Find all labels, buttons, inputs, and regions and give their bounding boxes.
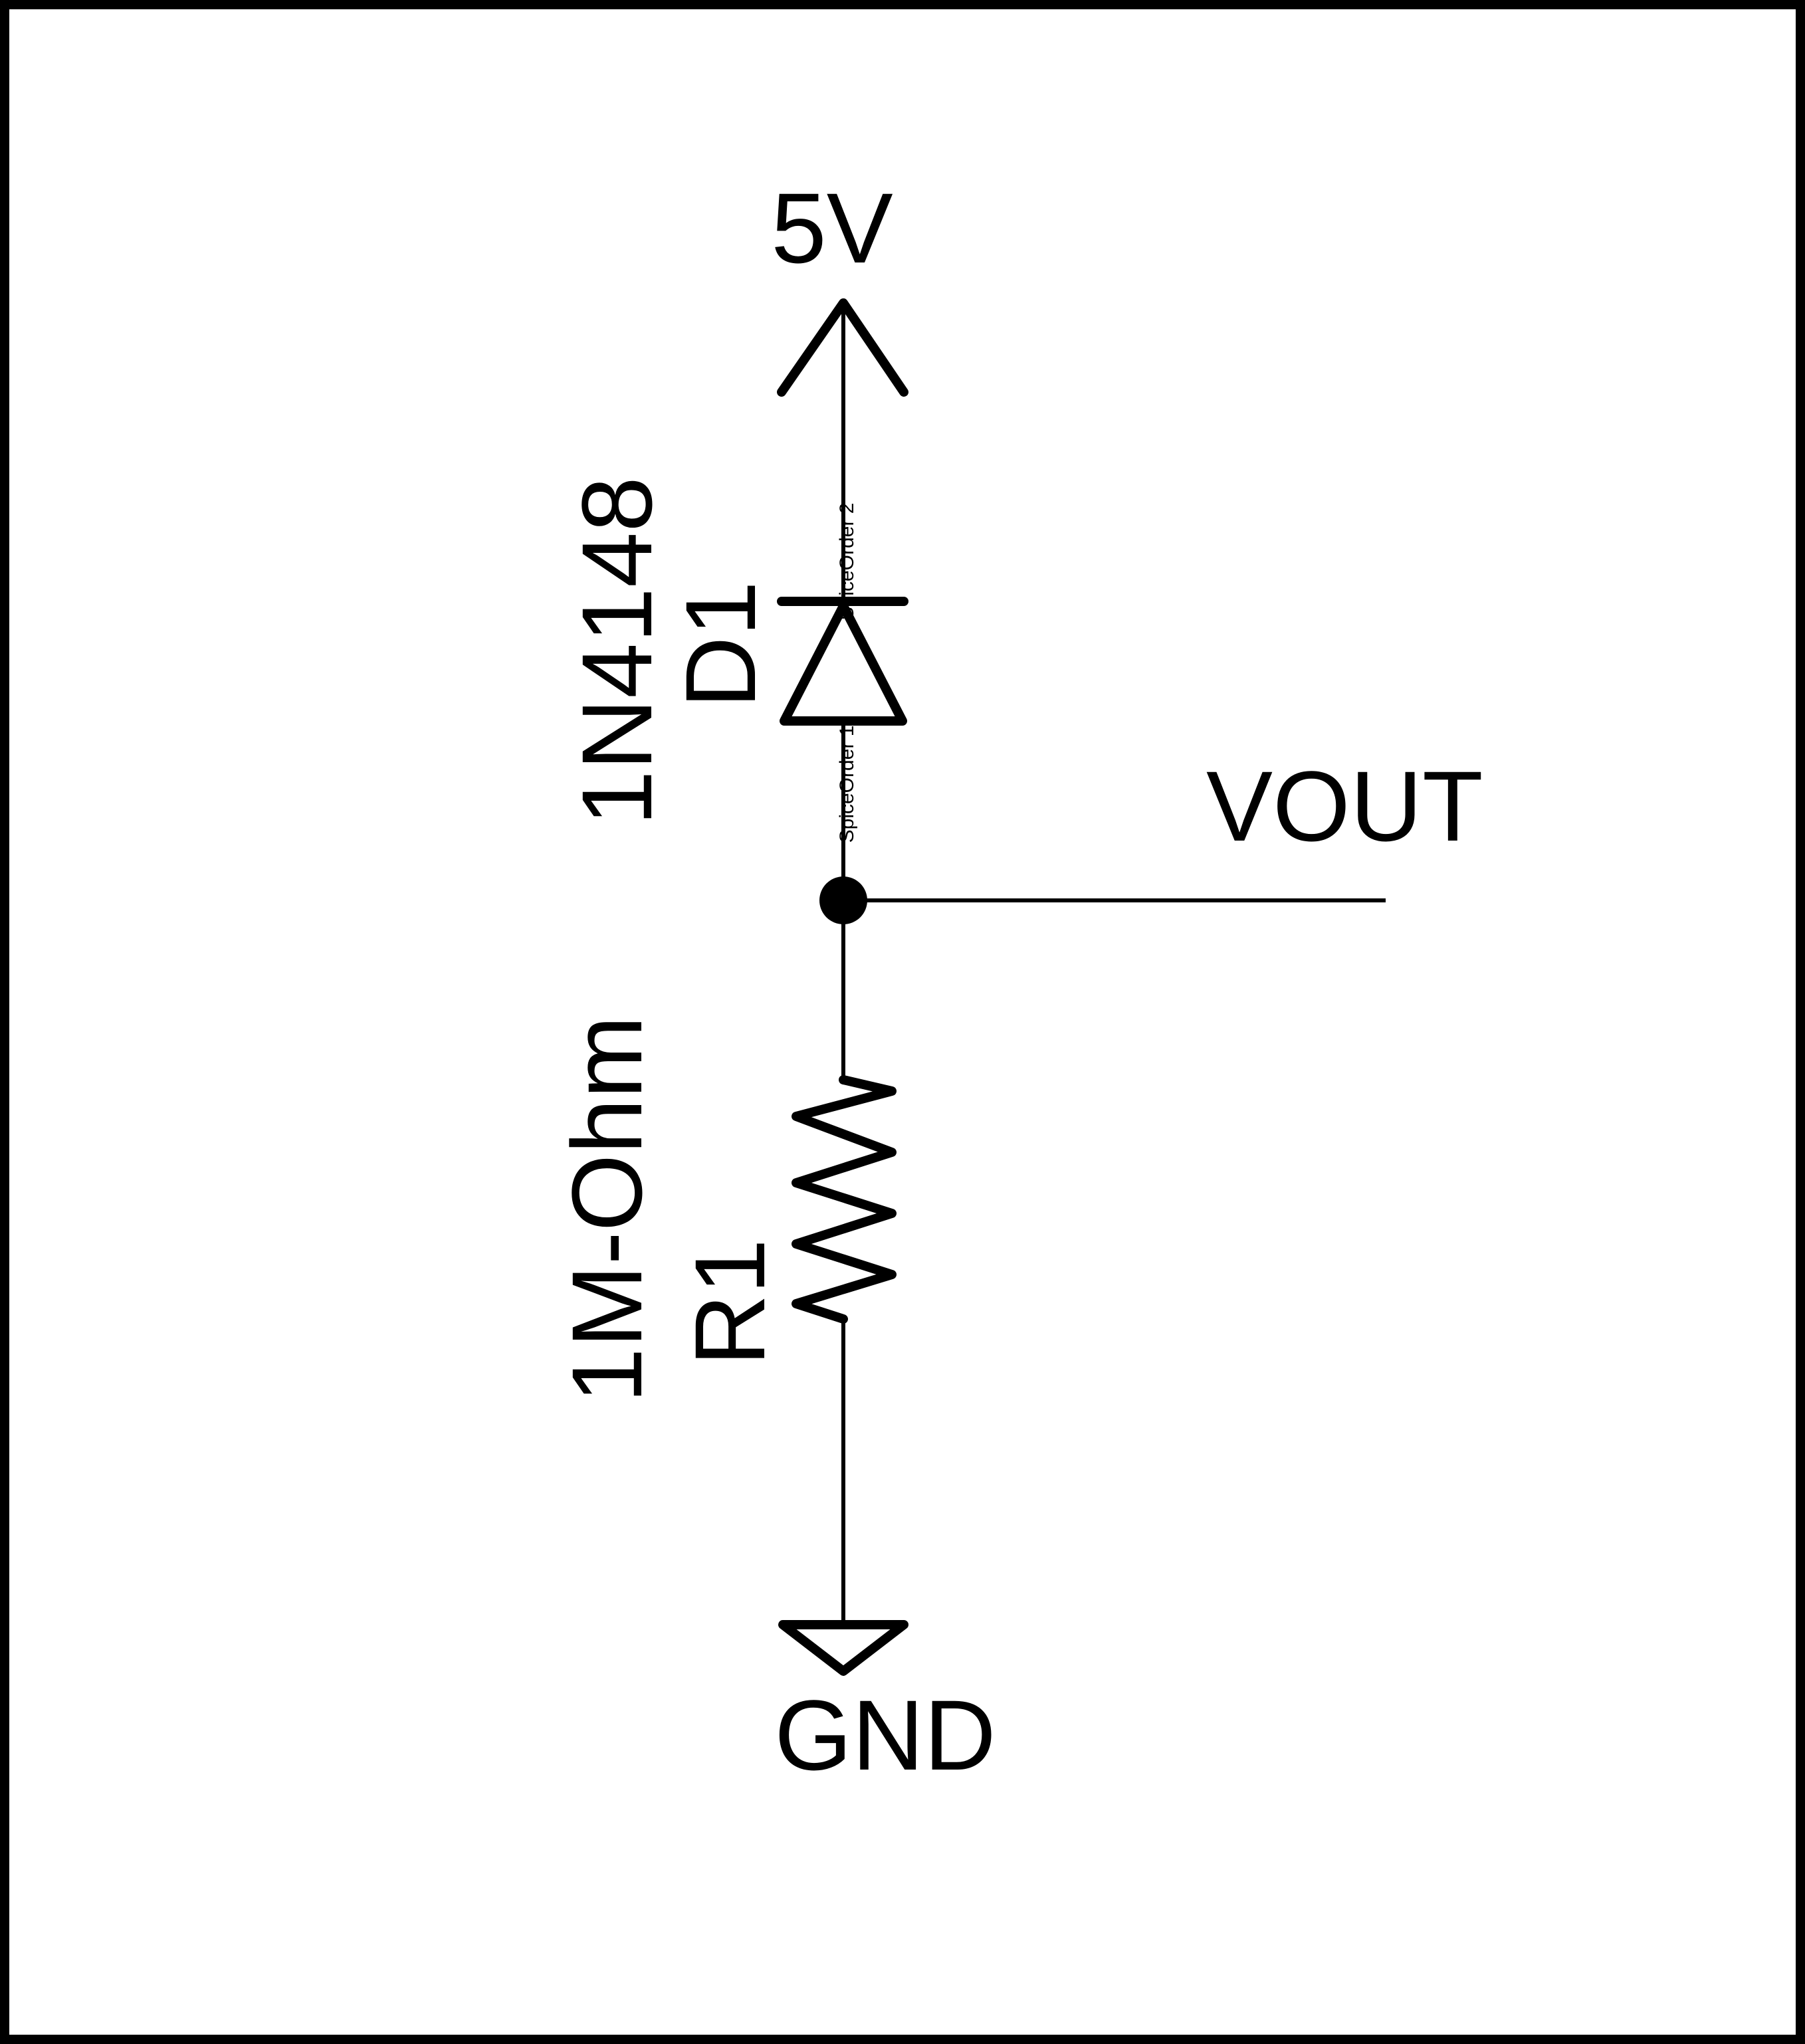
diode-pin-bottom-label: SpiceOrder 1 (836, 726, 858, 843)
resistor-r1[interactable]: R1 1M-Ohm (551, 900, 897, 1625)
diode-value: 1N4148 (561, 476, 673, 825)
resistor-value: 1M-Ohm (551, 1015, 663, 1403)
resistor-zigzag-icon (792, 1075, 897, 1324)
diode-d1[interactable]: SpiceOrder 2 SpiceOrder 1 D1 1N4148 (561, 476, 908, 900)
net-label-vout: VOUT (1206, 750, 1483, 862)
resistor-designator: R1 (674, 1239, 786, 1366)
ground-label: GND (774, 1679, 996, 1791)
ground-symbol[interactable]: GND (774, 1620, 996, 1791)
diode-pin-top-label: SpiceOrder 2 (836, 503, 858, 621)
ground-triangle-icon (778, 1620, 908, 1676)
power-label: 5V (771, 172, 893, 284)
power-symbol-5v[interactable]: 5V (771, 172, 908, 601)
diode-designator: D1 (665, 581, 776, 708)
net-vout[interactable]: VOUT (843, 750, 1483, 902)
